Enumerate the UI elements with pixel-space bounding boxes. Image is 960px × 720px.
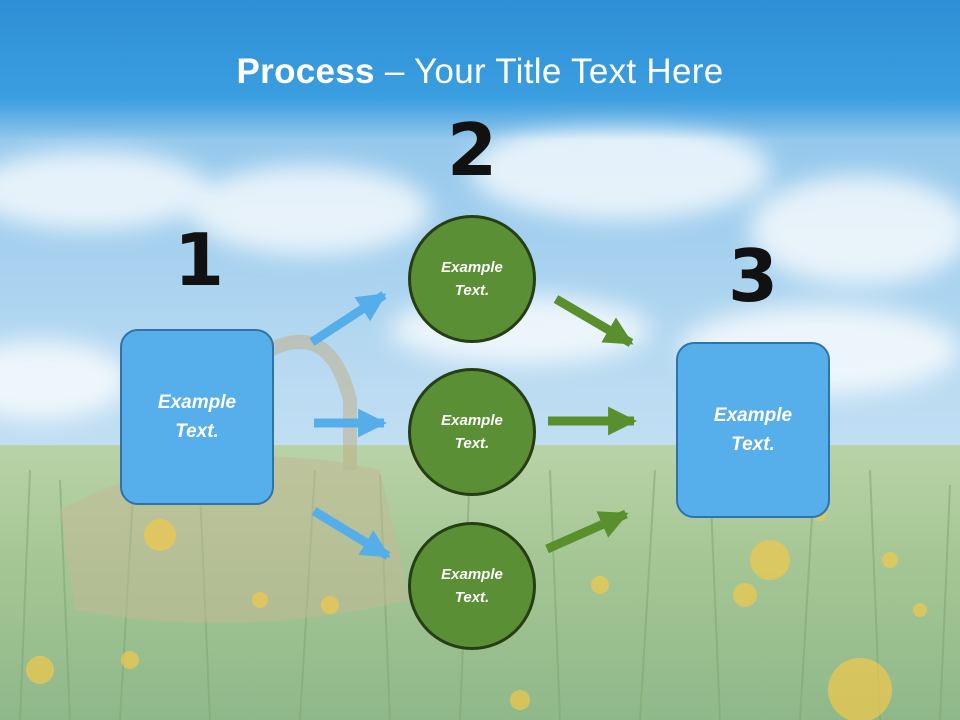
arrow-bottom-to-right — [545, 509, 629, 554]
process-circle-top: Example Text. — [408, 215, 536, 343]
title-strong: Process — [236, 52, 375, 91]
right-process-box: Example Text. — [676, 342, 830, 518]
right-box-text: Example Text. — [713, 405, 793, 455]
circle-top-text: Example Text. — [441, 259, 503, 299]
slide-title: Process – Your Title Text Here — [0, 52, 960, 92]
arrow-top-to-right — [553, 295, 634, 347]
arrow-left-to-bottom — [311, 507, 391, 560]
arrow-left-to-top — [309, 291, 387, 346]
title-band — [0, 0, 960, 140]
process-circle-bottom: Example Text. — [408, 522, 536, 650]
step-number-1: 1 — [173, 218, 225, 302]
process-circle-middle: Example Text. — [408, 368, 536, 496]
step-number-3: 3 — [727, 234, 779, 318]
title-rest: – Your Title Text Here — [374, 52, 724, 91]
left-process-box: Example Text. — [120, 329, 274, 505]
left-box-text: Example Text. — [157, 392, 237, 442]
circle-bottom-text: Example Text. — [441, 566, 503, 606]
step-number-2: 2 — [446, 108, 498, 192]
circle-middle-text: Example Text. — [441, 412, 503, 452]
